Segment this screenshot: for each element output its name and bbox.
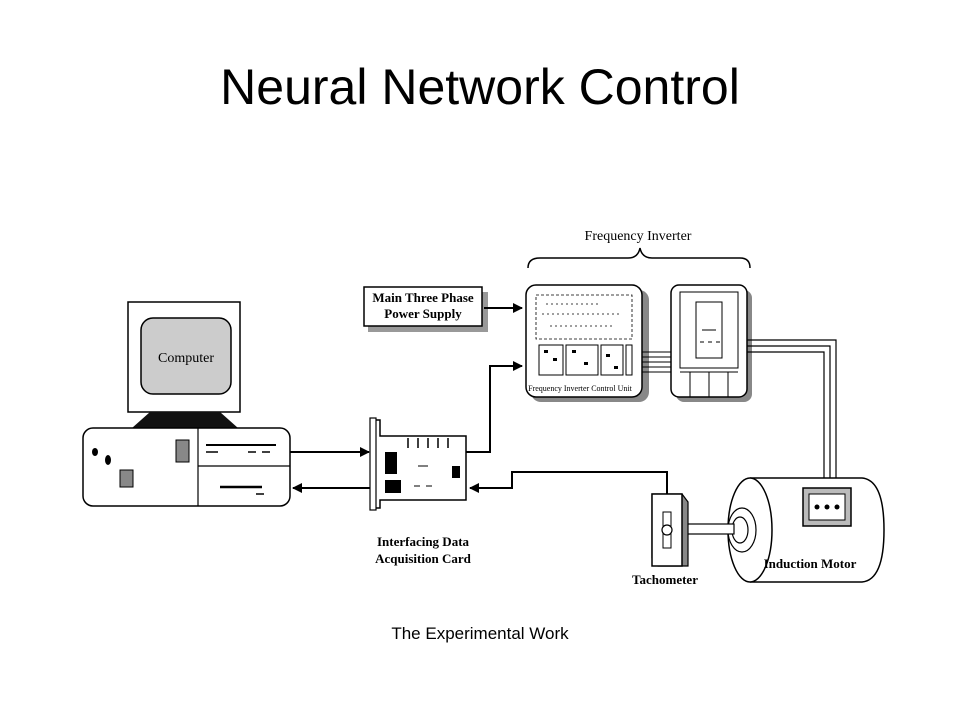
daq-card-label-line1: Interfacing Data: [377, 534, 470, 549]
slide-title: Neural Network Control: [220, 59, 740, 115]
power-supply-label-line1: Main Three Phase: [372, 290, 474, 305]
induction-motor-label: Induction Motor: [764, 556, 857, 571]
motor-shaft: [681, 523, 735, 535]
tachometer-feedback-arrow: [469, 471, 668, 494]
tachometer-label: Tachometer: [632, 572, 698, 587]
inverter-control-unit: Frequency Inverter Control Unit: [525, 284, 649, 402]
inverter-control-unit-label: Frequency Inverter Control Unit: [528, 384, 633, 393]
daq-card-label-line2: Acquisition Card: [375, 551, 471, 566]
inverter-cable: [642, 351, 672, 373]
slide-footer: The Experimental Work: [391, 624, 569, 643]
power-supply-box: Main Three Phase Power Supply: [363, 286, 488, 332]
frequency-inverter-brace: Frequency Inverter: [527, 229, 751, 269]
computer-case: [82, 427, 291, 507]
computer-label: Computer: [158, 351, 214, 366]
computer: Computer: [82, 301, 291, 507]
daq-card: Interfacing Data Acquisition Card: [369, 417, 472, 566]
frequency-inverter-label: Frequency Inverter: [585, 229, 692, 244]
card-to-inverter-arrow: [466, 361, 523, 453]
tachometer: Tachometer: [632, 493, 698, 587]
motor-power-wires: [747, 339, 837, 492]
computer-monitor: Computer: [127, 301, 241, 428]
induction-motor: Induction Motor: [727, 477, 885, 583]
inverter-power-unit: [670, 284, 752, 402]
power-supply-label-line2: Power Supply: [384, 306, 462, 321]
